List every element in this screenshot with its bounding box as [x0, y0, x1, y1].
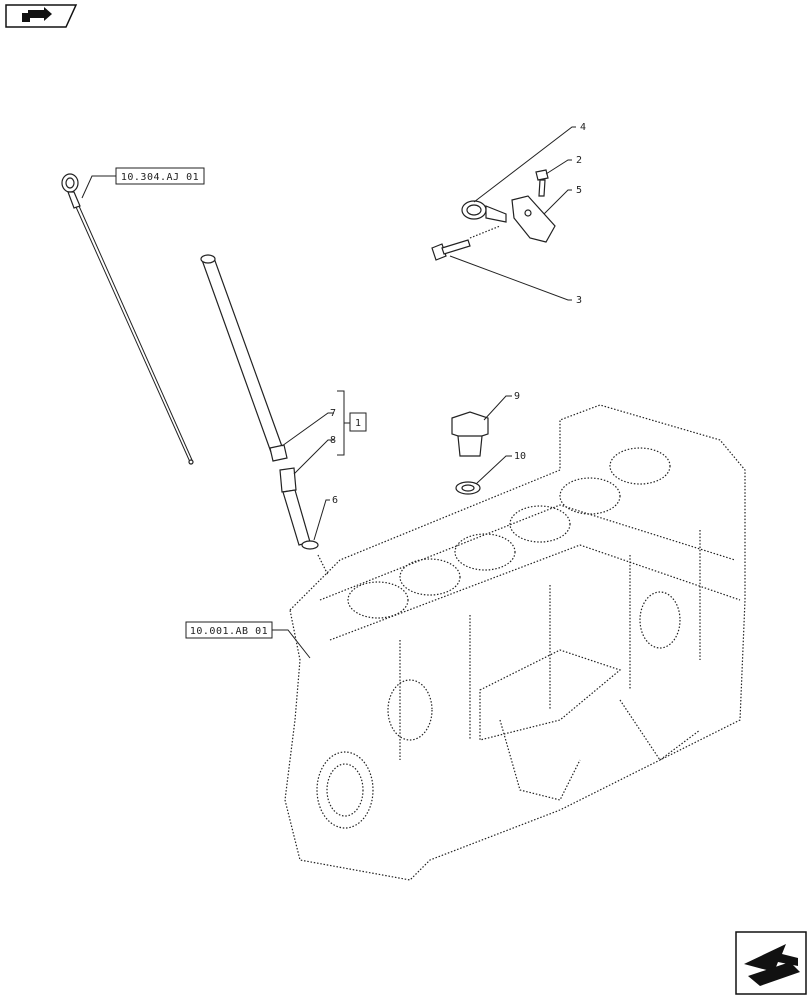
block-ref-text: 10.001.AB 01 — [190, 626, 268, 637]
dipstick-ref-text: 10.304.AJ 01 — [121, 172, 199, 183]
bolt-left — [431, 239, 471, 261]
callout-5: 5 — [576, 185, 582, 196]
clamp-bracket — [461, 195, 556, 243]
callout-3: 3 — [576, 295, 582, 306]
callout-2: 2 — [576, 155, 582, 166]
drain-plug — [451, 411, 489, 457]
kit-ref-text: 1 — [355, 418, 361, 429]
bolt-top — [535, 169, 549, 197]
engine-block — [284, 404, 746, 881]
prev-page-button[interactable] — [5, 4, 78, 28]
callout-9: 9 — [514, 391, 520, 402]
dipstick-ref-box[interactable]: 10.304.AJ 01 — [115, 167, 205, 185]
kit-ref-box[interactable]: 1 — [349, 412, 367, 432]
next-page-button[interactable] — [735, 931, 807, 995]
sealing-washer — [455, 481, 481, 495]
tube-sleeve — [279, 467, 319, 550]
callout-6: 6 — [332, 495, 338, 506]
oil-dipstick — [61, 173, 194, 465]
back-arrow-icon — [22, 7, 52, 22]
callout-7: 7 — [330, 408, 336, 419]
callout-8: 8 — [330, 435, 336, 446]
dipstick-guide-tube — [200, 254, 288, 462]
callout-4: 4 — [580, 122, 586, 133]
callout-10: 10 — [514, 451, 526, 462]
block-ref-box[interactable]: 10.001.AB 01 — [185, 621, 273, 639]
forward-arrow-icon — [744, 944, 800, 986]
